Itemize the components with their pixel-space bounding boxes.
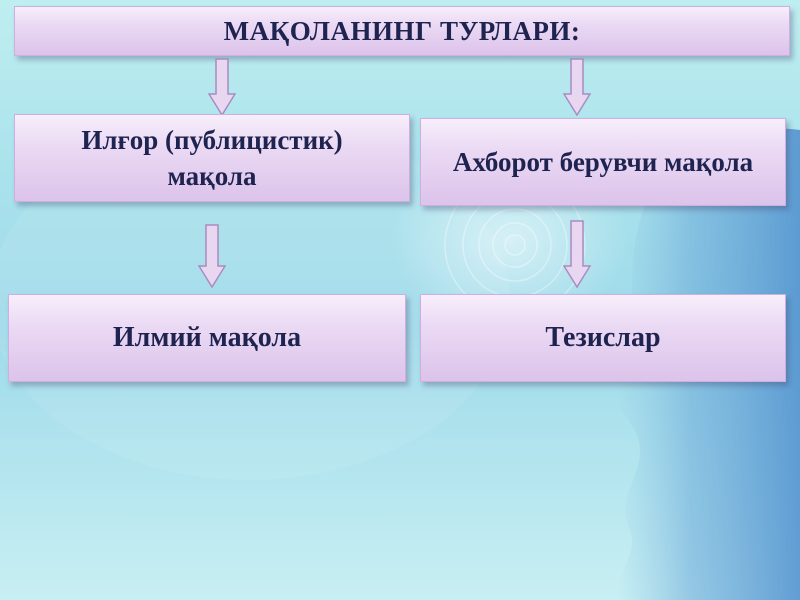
type-label: Ахборот берувчи мақола — [452, 146, 754, 177]
type-label: Илғор (публицистик) мақола — [81, 125, 343, 191]
diagram-title: МАҚОЛАНИНГ ТУРЛАРИ: — [14, 6, 790, 56]
type-label: Илмий мақола — [112, 322, 302, 353]
arrow-down-icon — [563, 58, 591, 116]
type-box-axborot: Ахборот берувчи мақола — [420, 118, 786, 206]
type-box-ilgor: Илғор (публицистик) мақола — [14, 114, 410, 202]
type-box-tezis: Тезислар — [420, 294, 786, 382]
arrow-down-icon — [198, 224, 226, 288]
type-box-ilmiy: Илмий мақола — [8, 294, 406, 382]
arrow-down-icon — [208, 58, 236, 116]
type-label: Тезислар — [545, 322, 661, 353]
arrow-down-icon — [563, 220, 591, 288]
